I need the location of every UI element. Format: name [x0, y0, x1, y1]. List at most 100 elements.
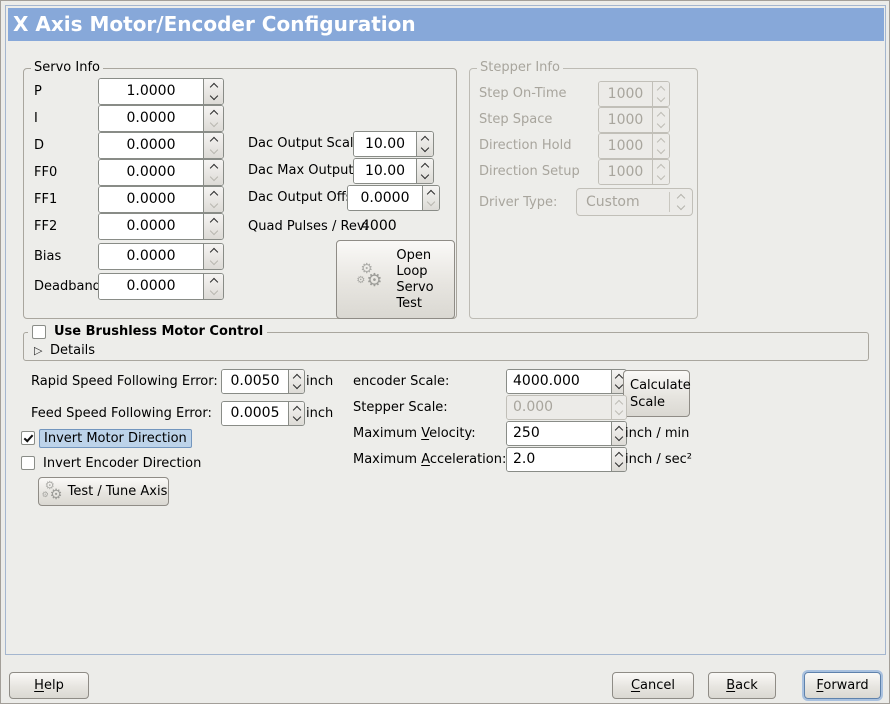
combo-arrows-icon [669, 192, 692, 212]
dac-output-offset-spinner[interactable] [422, 186, 439, 210]
deadband-spinner[interactable] [203, 274, 223, 299]
help-button[interactable]: Help [9, 672, 89, 699]
d-spinner[interactable] [203, 133, 223, 158]
invert-motor-label[interactable]: Invert Motor Direction [39, 429, 192, 448]
chevron-down-icon[interactable] [420, 143, 430, 153]
dac-output-scale-spinbox[interactable]: 10.00 [353, 131, 434, 157]
driver-type-select: Custom [576, 188, 693, 216]
chevron-down-icon[interactable] [209, 256, 218, 266]
dac-output-scale-spinner[interactable] [416, 132, 433, 156]
invert-encoder-label[interactable]: Invert Encoder Direction [43, 456, 202, 471]
p-spinner[interactable] [203, 79, 223, 104]
bias-spinbox[interactable]: 0.0000 [98, 243, 224, 270]
dac-output-offset-spinbox[interactable]: 0.0000 [347, 185, 440, 211]
encoder-scale-input[interactable]: 4000.000 [507, 370, 611, 393]
forward-button-label: Forward [816, 678, 869, 693]
chevron-up-icon[interactable] [209, 82, 218, 92]
deadband-input[interactable]: 0.0000 [99, 274, 203, 299]
max-acceleration-spinbox[interactable]: 2.0 [506, 447, 627, 472]
chevron-up-icon[interactable] [209, 247, 218, 257]
chevron-down-icon[interactable] [614, 458, 624, 468]
chevron-down-icon[interactable] [614, 380, 624, 390]
ff0-label: FF0 [34, 165, 58, 180]
chevron-up-icon[interactable] [209, 136, 218, 146]
chevron-down-icon[interactable] [209, 118, 218, 128]
brushless-frame [23, 332, 869, 361]
encoder-scale-spinner[interactable] [611, 370, 626, 393]
invert-encoder-checkbox[interactable] [21, 456, 35, 470]
cancel-button[interactable]: Cancel [612, 672, 694, 699]
p-spinbox[interactable]: 1.0000 [98, 78, 224, 105]
feed-ferror-spinbox[interactable]: 0.0005 [221, 401, 305, 426]
ff0-spinner[interactable] [203, 160, 223, 185]
feed-ferror-unit: inch [306, 406, 334, 421]
dac-max-output-spinner[interactable] [416, 159, 433, 183]
calculate-scale-button[interactable]: Calculate Scale [623, 370, 691, 417]
ff1-spinbox[interactable]: 0.0000 [98, 186, 224, 213]
chevron-up-icon[interactable] [209, 217, 218, 227]
bias-spinner[interactable] [203, 244, 223, 269]
i-input[interactable]: 0.0000 [99, 106, 203, 131]
bias-input[interactable]: 0.0000 [99, 244, 203, 269]
max-velocity-input[interactable]: 250 [507, 422, 611, 445]
ff2-input[interactable]: 0.0000 [99, 214, 203, 239]
back-button-label: Back [726, 678, 758, 693]
chevron-down-icon[interactable] [209, 226, 218, 236]
max-acceleration-spinner[interactable] [611, 448, 626, 471]
direction-hold-label: Direction Hold [479, 138, 572, 153]
ff0-input[interactable]: 0.0000 [99, 160, 203, 185]
forward-button[interactable]: Forward [804, 672, 881, 699]
servo-info-frame [23, 68, 457, 319]
encoder-scale-spinbox[interactable]: 4000.000 [506, 369, 627, 394]
expander-triangle-icon[interactable]: ▷ [34, 344, 43, 357]
chevron-down-icon[interactable] [209, 145, 218, 155]
chevron-down-icon[interactable] [209, 172, 218, 182]
deadband-spinbox[interactable]: 0.0000 [98, 273, 224, 300]
i-label: I [34, 111, 38, 126]
brushless-checkbox-row[interactable]: Use Brushless Motor Control [28, 322, 268, 341]
i-spinner[interactable] [203, 106, 223, 131]
chevron-up-icon[interactable] [209, 277, 218, 287]
ff0-spinbox[interactable]: 0.0000 [98, 159, 224, 186]
chevron-up-icon[interactable] [209, 109, 218, 119]
max-velocity-spinbox[interactable]: 250 [506, 421, 627, 446]
chevron-up-icon[interactable] [209, 190, 218, 200]
dac-max-output-input[interactable]: 10.00 [354, 159, 416, 183]
open-loop-servo-test-button[interactable]: ⚙ ⚙ ⚙ Open Loop Servo Test [336, 240, 455, 319]
back-button[interactable]: Back [708, 672, 776, 699]
i-spinbox[interactable]: 0.0000 [98, 105, 224, 132]
chevron-down-icon[interactable] [614, 432, 624, 442]
test-tune-axis-button[interactable]: ⚙ ⚙ ⚙ Test / Tune Axis [38, 477, 169, 506]
rapid-ferror-spinbox[interactable]: 0.0050 [221, 369, 305, 394]
dac-output-offset-input[interactable]: 0.0000 [348, 186, 422, 210]
chevron-down-icon[interactable] [426, 197, 436, 207]
chevron-down-icon[interactable] [209, 286, 218, 296]
use-brushless-checkbox[interactable] [32, 324, 46, 339]
chevron-down-icon[interactable] [209, 91, 218, 101]
ff2-spinbox[interactable]: 0.0000 [98, 213, 224, 240]
chevron-up-icon[interactable] [209, 163, 218, 173]
feed-ferror-spinner[interactable] [288, 402, 304, 425]
step-on-time-spinbox: 1000 [598, 81, 670, 107]
d-spinbox[interactable]: 0.0000 [98, 132, 224, 159]
feed-ferror-input[interactable]: 0.0005 [222, 402, 288, 425]
ff1-spinner[interactable] [203, 187, 223, 212]
chevron-down-icon[interactable] [292, 380, 301, 390]
dac-output-scale-input[interactable]: 10.00 [354, 132, 416, 156]
rapid-ferror-input[interactable]: 0.0050 [222, 370, 288, 393]
invert-motor-checkbox[interactable] [21, 431, 35, 445]
dac-max-output-spinbox[interactable]: 10.00 [353, 158, 434, 184]
ff2-spinner[interactable] [203, 214, 223, 239]
d-input[interactable]: 0.0000 [99, 133, 203, 158]
chevron-down-icon[interactable] [420, 170, 430, 180]
max-velocity-spinner[interactable] [611, 422, 626, 445]
step-on-time-label: Step On-Time [479, 86, 567, 101]
details-expander-label[interactable]: Details [50, 343, 96, 358]
chevron-down-icon[interactable] [209, 199, 218, 209]
max-acceleration-input[interactable]: 2.0 [507, 448, 611, 471]
rapid-ferror-spinner[interactable] [288, 370, 304, 393]
p-input[interactable]: 1.0000 [99, 79, 203, 104]
check-icon [23, 432, 34, 443]
ff1-input[interactable]: 0.0000 [99, 187, 203, 212]
chevron-down-icon[interactable] [292, 412, 301, 422]
